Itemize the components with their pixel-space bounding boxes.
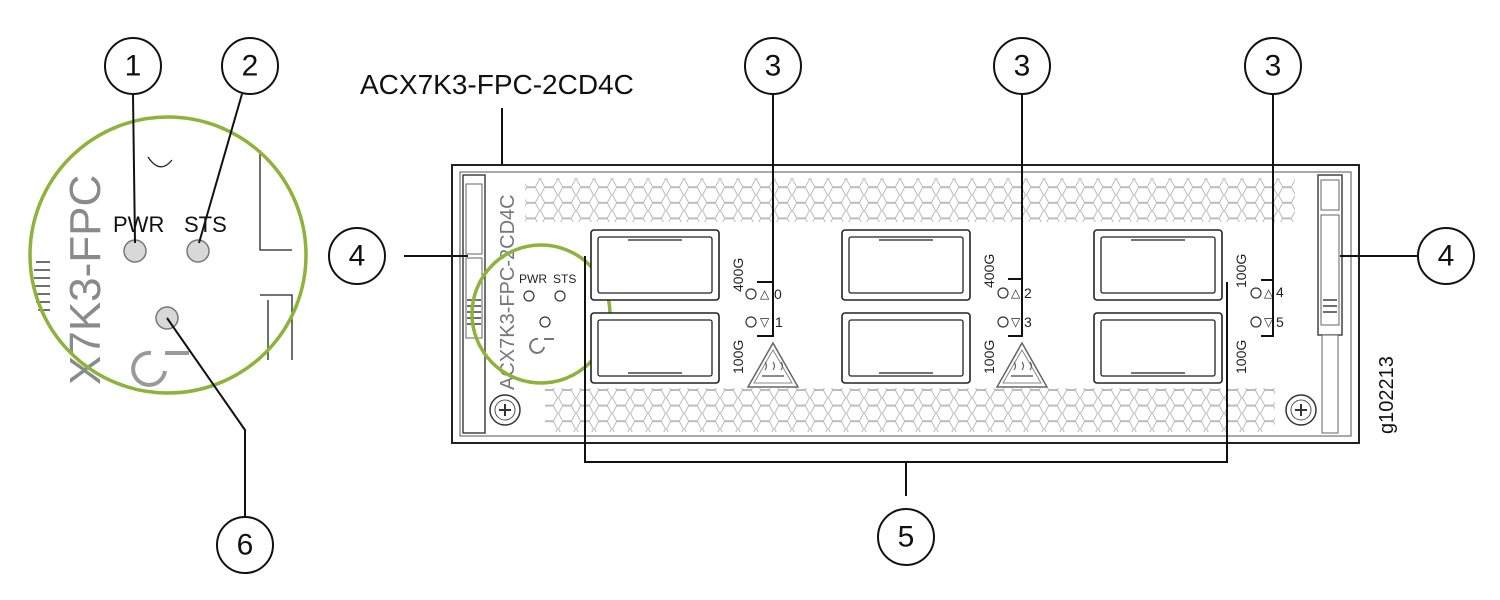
screw-right <box>1285 394 1317 426</box>
port-group-left: 400G 100G △ 0 ▽ 1 <box>590 229 800 388</box>
port-4 <box>1093 229 1223 301</box>
svg-text:100G: 100G <box>1233 340 1249 374</box>
port-group-right: 100G 100G △ 4 ▽ 5 <box>1093 229 1284 384</box>
svg-text:400G: 400G <box>730 258 746 292</box>
port-2 <box>841 229 971 301</box>
svg-text:4: 4 <box>349 240 366 273</box>
svg-text:4: 4 <box>1276 284 1284 300</box>
svg-text:1: 1 <box>125 50 142 83</box>
callout-4-right: 4 <box>1340 227 1475 285</box>
zoom-sts-label: STS <box>184 212 227 237</box>
svg-text:△: △ <box>1011 286 1021 300</box>
faceplate: ACX7K3-FPC-2CD4C PWR STS 400G 100G △ 0 ▽ <box>451 164 1360 444</box>
svg-text:▽: ▽ <box>760 315 770 329</box>
svg-text:△: △ <box>760 287 770 301</box>
svg-text:4: 4 <box>1438 240 1455 273</box>
svg-text:3: 3 <box>765 50 782 83</box>
callout-3-right: 3 <box>1244 37 1302 337</box>
zoom-model-text: X7K3-FPC <box>61 175 110 385</box>
callout-2: 2 <box>198 37 279 244</box>
port-5 <box>1093 312 1223 384</box>
port-group-middle: 400G 100G △ 2 ▽ 3 <box>841 229 1049 388</box>
callout-1: 1 <box>104 37 162 244</box>
port-1 <box>590 312 720 384</box>
svg-text:3: 3 <box>1024 314 1032 330</box>
svg-text:▽: ▽ <box>1011 315 1021 329</box>
pwr-led <box>523 290 535 302</box>
vent-bottom <box>545 388 1275 432</box>
svg-text:2: 2 <box>1024 285 1032 301</box>
port-3 <box>841 312 971 384</box>
faceplate-model-text: ACX7K3-FPC-2CD4C <box>497 194 519 390</box>
right-ejector <box>1317 174 1343 434</box>
svg-text:▽: ▽ <box>1264 315 1274 329</box>
zoom-detail: X7K3-FPC PWR STS <box>28 115 308 395</box>
svg-text:100G: 100G <box>981 340 997 374</box>
zoom-highlight-circle <box>28 115 308 395</box>
vent-top <box>525 178 1295 222</box>
svg-text:2: 2 <box>242 50 259 83</box>
figure-id: g102213 <box>1376 356 1398 434</box>
sts-label: STS <box>553 272 576 286</box>
svg-text:5: 5 <box>898 521 915 554</box>
svg-text:3: 3 <box>1265 50 1282 83</box>
hot-surface-warning-icon <box>746 341 800 388</box>
port-0 <box>590 229 720 301</box>
callout-5: 5 <box>584 256 1228 566</box>
screw-left <box>489 394 521 426</box>
callout-4-left: 4 <box>328 227 468 285</box>
hot-surface-warning-icon-2 <box>995 341 1049 388</box>
power-icon <box>529 337 554 354</box>
module-label: ACX7K3-FPC-2CD4C <box>360 69 634 100</box>
zoom-sts-led <box>186 239 210 263</box>
power-led <box>539 316 551 328</box>
svg-text:0: 0 <box>774 286 782 302</box>
callout-3-left: 3 <box>744 37 802 337</box>
sts-led <box>554 290 566 302</box>
zoom-pwr-led <box>123 239 147 263</box>
svg-text:6: 6 <box>237 529 254 562</box>
svg-text:1: 1 <box>775 314 783 330</box>
svg-text:△: △ <box>1264 286 1274 300</box>
zoom-pwr-label: PWR <box>113 212 164 237</box>
svg-text:400G: 400G <box>981 254 997 288</box>
zoom-knurl <box>34 261 50 311</box>
svg-text:100G: 100G <box>730 340 746 374</box>
callout-3-middle: 3 <box>993 37 1051 337</box>
zoom-power-icon <box>131 350 189 387</box>
pwr-label: PWR <box>519 272 547 286</box>
svg-text:100G: 100G <box>1233 254 1249 288</box>
svg-text:5: 5 <box>1276 314 1284 330</box>
callout-6: 6 <box>166 317 274 574</box>
svg-text:3: 3 <box>1014 50 1031 83</box>
